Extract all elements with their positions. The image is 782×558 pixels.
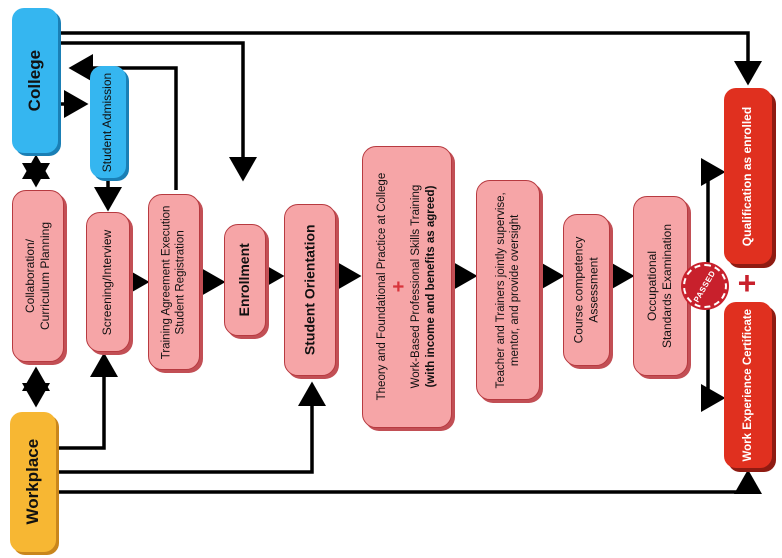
collaboration-line-1: Collaboration/: [23, 238, 38, 314]
college-node: College: [12, 8, 58, 153]
plus-icon: +: [388, 281, 411, 293]
occupational-line-2: Standards Examination: [660, 223, 675, 349]
qualification-node: Qualification as enrolled: [724, 88, 772, 264]
teacher-line-2: mentor, and provide oversight: [509, 214, 521, 366]
student-orientation-node: Student Orientation: [284, 204, 336, 376]
training-agreement-node: Training Agreement Execution Student Reg…: [148, 194, 200, 370]
teacher-trainers-node: Teacher and Trainers jointly supervise, …: [476, 180, 540, 400]
workplace-label: Workplace: [23, 439, 43, 525]
work-experience-node: Work Experience Certificate: [724, 302, 772, 468]
teacher-line-1: Teacher and Trainers jointly supervise,: [494, 191, 507, 389]
passed-badge: PASSED: [683, 264, 727, 308]
collaboration-node: Collaboration/ Curriculum Planning: [12, 190, 64, 362]
qualification-label: Qualification as enrolled: [740, 106, 755, 246]
collaboration-line-2: Curriculum Planning: [38, 221, 53, 331]
theory-line-3: (with income and benefits as agreed): [425, 186, 438, 388]
occupational-node: Occupational Standards Examination: [633, 196, 688, 376]
screening-node: Screening/Interview: [86, 212, 130, 352]
occupational-line-1: Occupational: [645, 250, 660, 322]
student-admission-node: Student Admission: [90, 66, 126, 178]
student-orientation-label: Student Orientation: [301, 224, 318, 356]
screening-label: Screening/Interview: [100, 229, 115, 335]
outcome-plus-icon: +: [737, 265, 757, 301]
theory-practice-node: Theory and Foundational Practice at Coll…: [362, 146, 452, 428]
passed-label: PASSED: [692, 268, 718, 304]
enrollment-label: Enrollment: [236, 243, 253, 317]
training-agreement-line-2: Student Registration: [175, 229, 188, 335]
workplace-node: Workplace: [10, 412, 56, 552]
course-line-1: Course competency: [571, 236, 586, 344]
course-competency-node: Course competency Assessment: [563, 214, 610, 366]
enrollment-node: Enrollment: [224, 224, 266, 336]
training-agreement-line-1: Training Agreement Execution: [160, 205, 173, 359]
theory-line-2: Work-Based Professional Skills Training: [410, 185, 423, 389]
course-line-2: Assessment: [586, 257, 601, 323]
college-label: College: [25, 49, 45, 112]
work-experience-label: Work Experience Certificate: [741, 308, 754, 462]
student-admission-label: Student Admission: [100, 72, 115, 172]
